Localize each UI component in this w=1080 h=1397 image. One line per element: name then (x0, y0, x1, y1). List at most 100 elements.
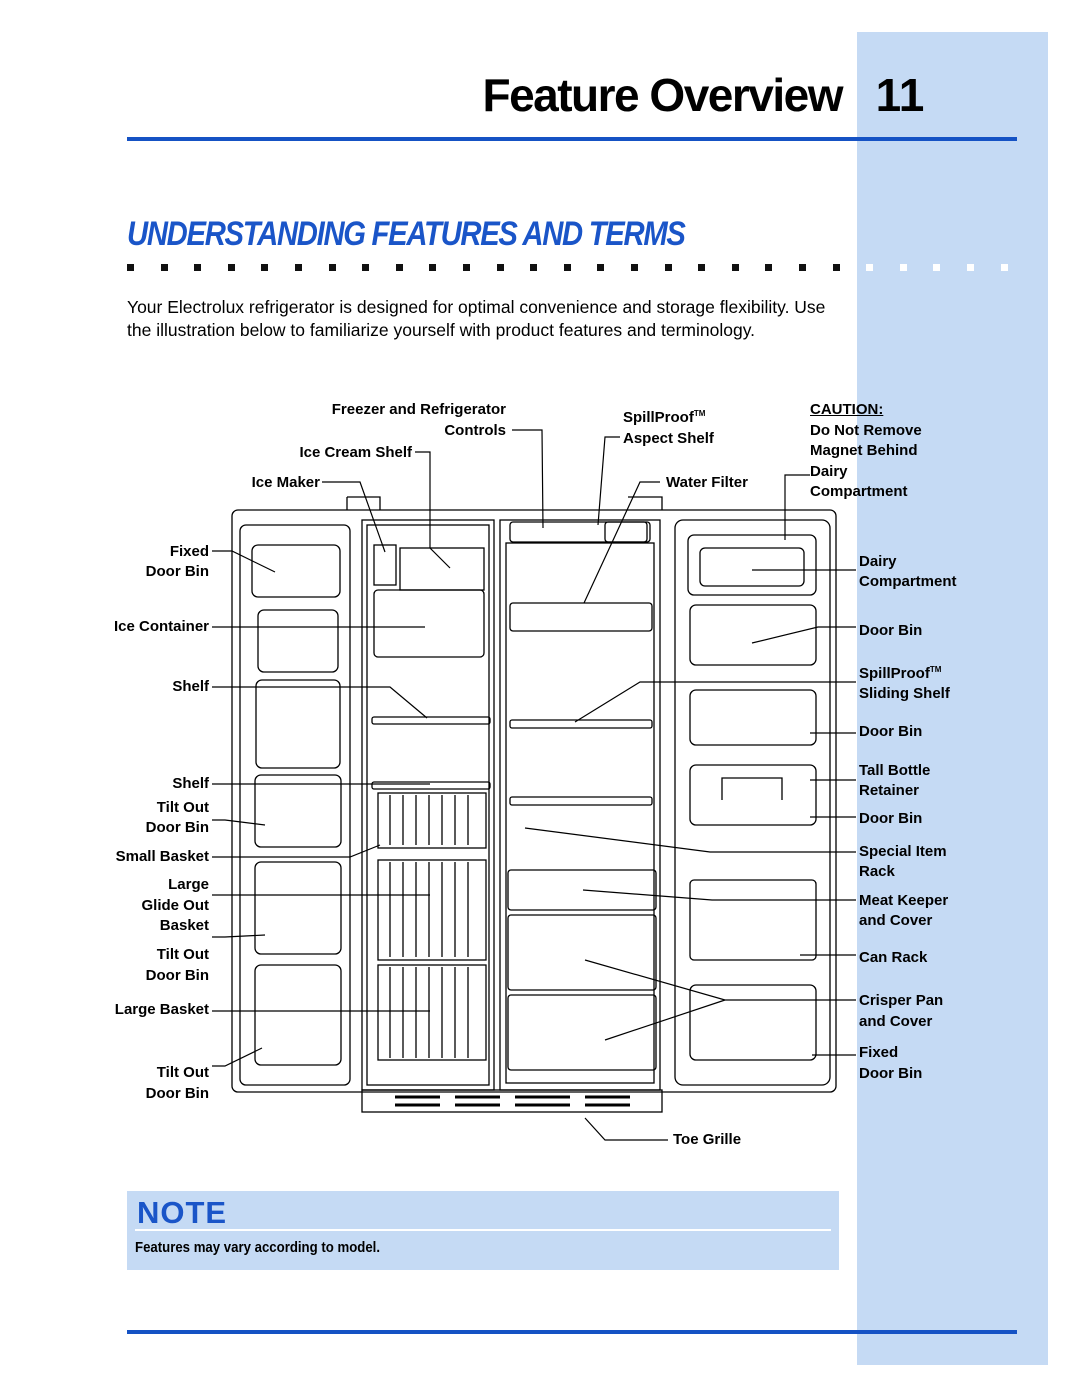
label-can-rack: Can Rack (859, 949, 928, 966)
label-tilt-out-3b: Door Bin (145, 1085, 209, 1102)
label-tilt-out-1a: Tilt Out (156, 799, 209, 816)
label-tilt-out-1b: Door Bin (145, 819, 209, 836)
toe-grille-outline (361, 1089, 663, 1113)
freezer-shelf-1 (371, 716, 491, 725)
divider-dot (295, 264, 302, 271)
label-shelf-1: Shelf (172, 678, 209, 695)
large-glide-basket (377, 859, 487, 961)
crisper-upper (507, 914, 657, 991)
label-tilt-out-2a: Tilt Out (156, 946, 209, 963)
label-freezer-controls-2: Controls (444, 422, 506, 439)
controls-panel (509, 521, 651, 543)
divider-dot (127, 264, 134, 271)
divider-dot (227, 264, 235, 271)
divider-dot (832, 264, 840, 271)
label-meat-keeper-1: Meat Keeper (859, 892, 949, 909)
label-large-basket: Large Basket (114, 1001, 209, 1018)
divider-dot (261, 264, 269, 271)
label-crisper-2: and Cover (859, 1013, 933, 1030)
divider-dot (496, 264, 504, 271)
section-heading: UNDERSTANDING FEATURES AND TERMS (127, 215, 686, 253)
divider-dot (899, 264, 907, 271)
dotted-divider (127, 264, 1022, 272)
label-ice-container: Ice Container (113, 618, 209, 635)
label-tall-bottle-1: Tall Bottle (859, 762, 931, 779)
cabinet-outline (231, 509, 837, 1093)
label-crisper-1: Crisper Pan (859, 992, 944, 1009)
divider-dot (967, 264, 974, 271)
divider-dot (765, 264, 773, 271)
divider-dot (631, 264, 638, 271)
label-shelf-2: Shelf (172, 775, 209, 792)
label-fixed-door-bin-left-1: Fixed (169, 543, 209, 560)
dairy-compartment (687, 534, 817, 596)
aspect-shelf (509, 602, 653, 632)
crisper-lower (507, 994, 657, 1071)
label-tall-bottle-2: Retainer (859, 782, 920, 799)
note-divider (135, 1229, 831, 1231)
sliding-shelf (509, 719, 653, 729)
small-basket (377, 792, 487, 849)
label-large-glide-1: Large (168, 876, 209, 893)
label-fixed-door-bin-left-2: Door Bin (145, 563, 209, 580)
divider-dot (463, 264, 470, 271)
sidebar-band (857, 32, 1048, 1365)
label-toe-grille: Toe Grille (673, 1131, 742, 1148)
meat-keeper (507, 869, 657, 911)
label-caution-line2: Magnet Behind (810, 442, 918, 459)
divider-dot (698, 264, 706, 271)
divider-dot (530, 264, 538, 271)
divider-dot (731, 264, 739, 271)
freezer-door (239, 524, 351, 1086)
divider-dot (395, 264, 403, 271)
label-large-glide-3: Basket (159, 917, 209, 934)
label-water-filter: Water Filter (666, 474, 748, 491)
label-dairy-1: Dairy (859, 553, 897, 570)
ice-container (373, 589, 485, 658)
divider-dot (799, 264, 806, 271)
label-fixed-door-bin-right-2: Door Bin (859, 1065, 923, 1082)
label-caution-title: CAUTION: (810, 401, 884, 418)
note-title: NOTE (137, 1195, 228, 1230)
divider-dot (933, 264, 941, 271)
label-tilt-out-2b: Door Bin (145, 967, 209, 984)
label-caution-line1: Do Not Remove (810, 422, 922, 439)
large-basket (377, 964, 487, 1061)
note-text: Features may vary according to model. (135, 1239, 381, 1256)
page-title: Feature Overview (482, 69, 843, 121)
top-rule (127, 137, 1017, 141)
label-aspect-shelf: Aspect Shelf (623, 430, 714, 447)
page-number: 11 (875, 69, 925, 121)
bottom-rule (127, 1330, 1017, 1334)
divider-dot (563, 264, 571, 271)
label-door-bin-3: Door Bin (859, 810, 923, 827)
divider-dot (866, 264, 874, 271)
label-sliding-shelf: Sliding Shelf (859, 685, 950, 702)
freezer-shelf-2 (371, 781, 491, 790)
label-ice-cream-shelf: Ice Cream Shelf (299, 444, 412, 461)
label-special-item-1: Special Item (859, 843, 947, 860)
label-meat-keeper-2: and Cover (859, 912, 933, 929)
divider-dot (328, 264, 336, 271)
label-large-glide-2: Glide Out (141, 897, 210, 914)
refrigerator-door (674, 519, 831, 1086)
divider-dot (1000, 264, 1008, 271)
label-spillproof-sliding: SpillProofTM (859, 665, 942, 682)
label-small-basket: Small Basket (115, 848, 209, 865)
label-door-bin-2: Door Bin (859, 723, 923, 740)
label-caution-line4: Compartment (810, 483, 908, 500)
freezer-compartment (361, 519, 495, 1091)
divider-dot (597, 264, 605, 271)
divider-dot (664, 264, 672, 271)
divider-dot (362, 264, 370, 271)
label-caution-line3: Dairy (810, 463, 848, 480)
divider-dot (194, 264, 202, 271)
label-door-bin-1: Door Bin (859, 622, 923, 639)
label-freezer-controls-1: Freezer and Refrigerator (331, 401, 506, 418)
label-special-item-2: Rack (859, 863, 895, 880)
note-box: NOTE Features may vary according to mode… (127, 1191, 839, 1270)
label-dairy-2: Compartment (859, 573, 957, 590)
can-rack (689, 879, 817, 961)
divider-dot (429, 264, 437, 271)
label-fixed-door-bin-right-1: Fixed (859, 1044, 899, 1061)
